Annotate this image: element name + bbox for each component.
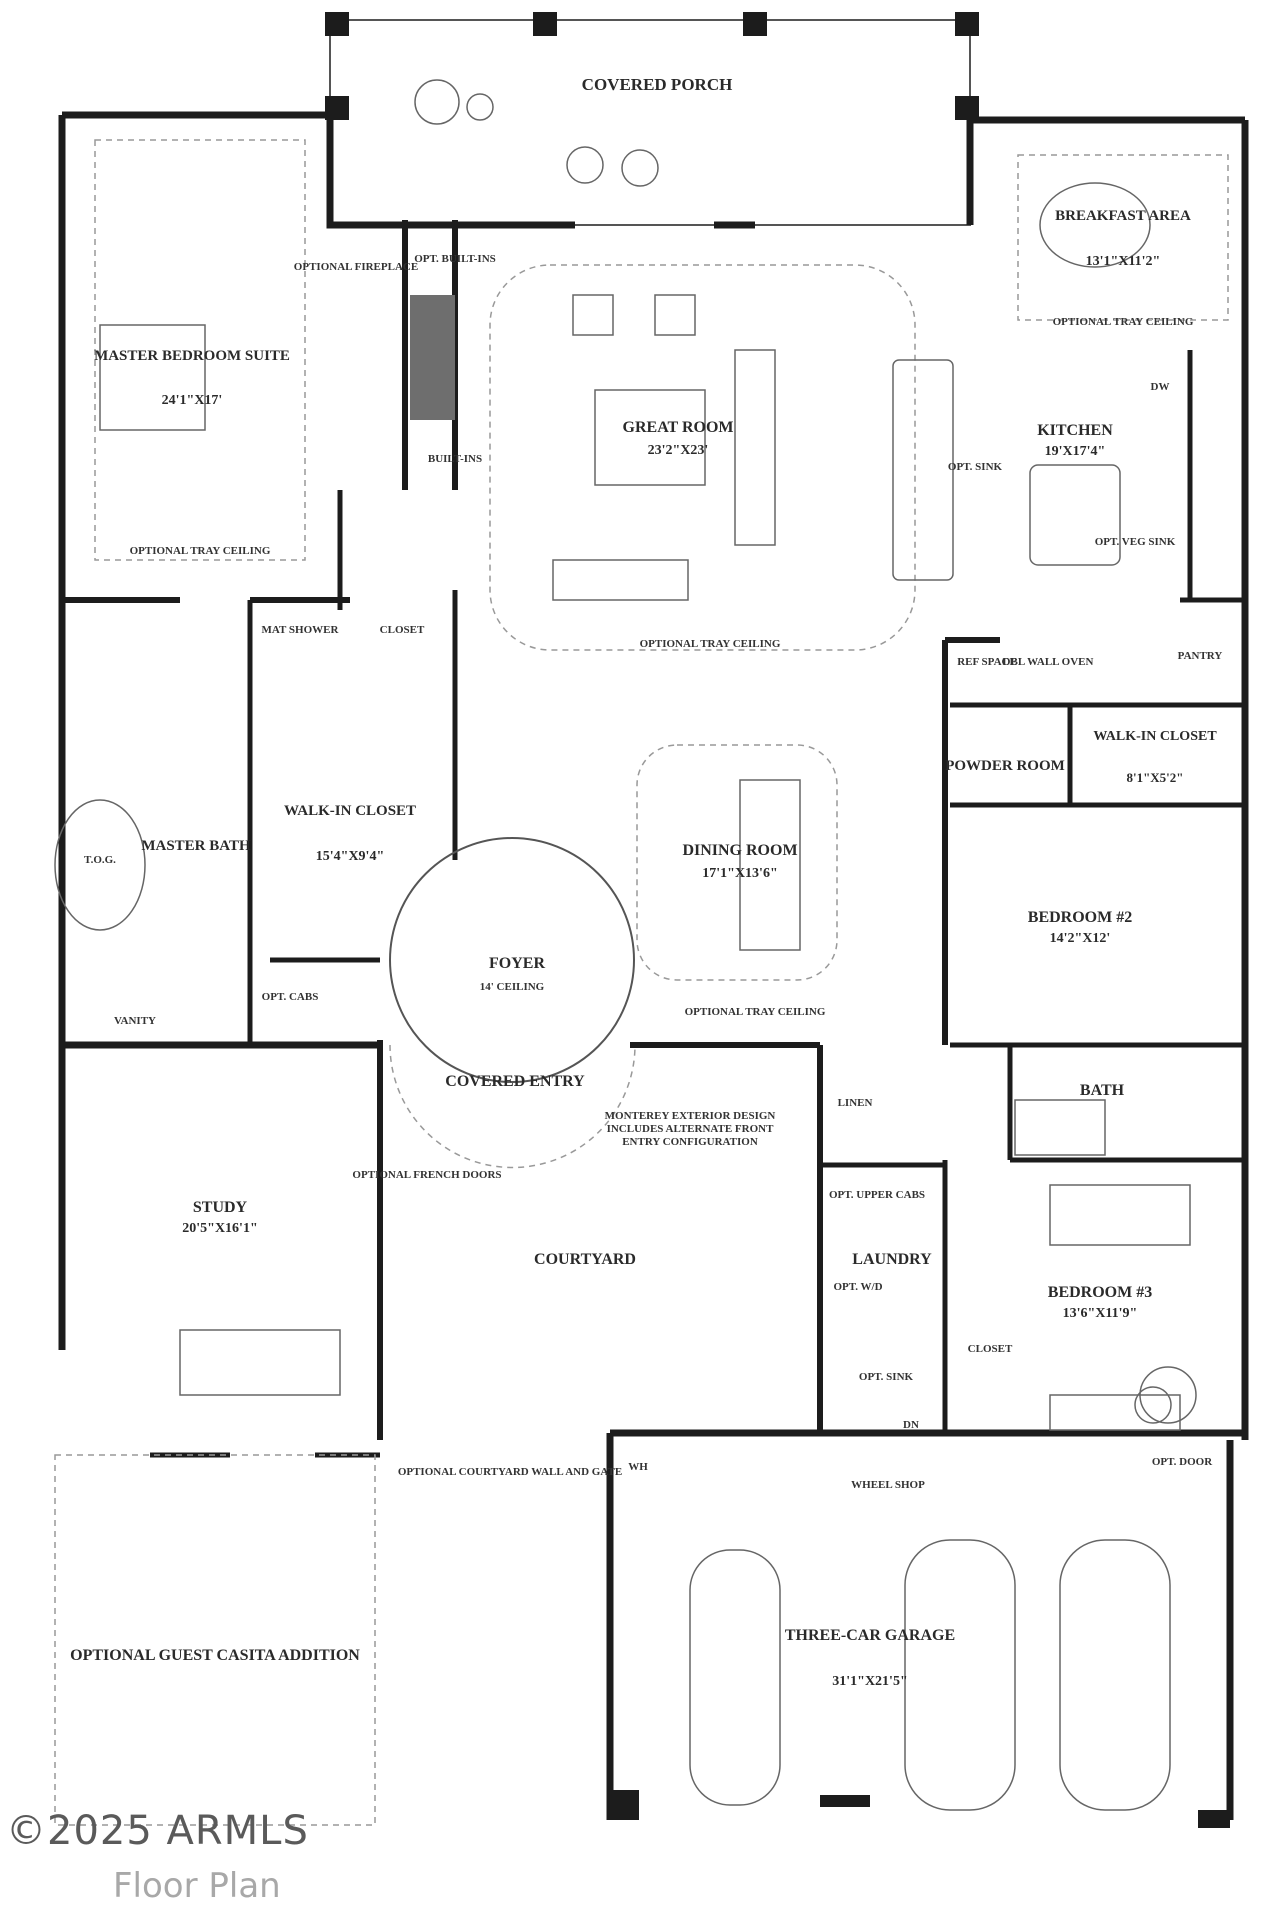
garage-size: 31'1"X21'5" — [832, 1674, 907, 1689]
note-monterey: MONTEREY EXTERIOR DESIGN INCLUDES ALTERN… — [604, 1110, 776, 1148]
note-pantry: PANTRY — [1178, 650, 1223, 662]
garage-label: THREE-CAR GARAGE — [785, 1627, 955, 1644]
master-bath-label: MASTER BATH — [141, 838, 251, 854]
note-linen: LINEN — [838, 1097, 873, 1109]
breakfast-note: OPTIONAL TRAY CEILING — [1053, 316, 1194, 328]
powder-room-label: POWDER ROOM — [945, 758, 1065, 774]
floor-plan-caption: Floor Plan — [113, 1866, 281, 1906]
note-dw: DW — [1151, 381, 1170, 393]
dining-room-size: 17'1"X13'6" — [702, 866, 777, 881]
note-wheel-shop: WHEEL SHOP — [851, 1479, 925, 1491]
note-opt-courtyard-wall: OPTIONAL COURTYARD WALL AND GATE — [398, 1466, 622, 1478]
porch-label: COVERED PORCH — [582, 75, 733, 94]
note-dbl-wall-oven: DBL WALL OVEN — [1003, 656, 1094, 668]
bedroom-3-size: 13'6"X11'9" — [1063, 1306, 1138, 1321]
note-opt-sink-laundry: OPT. SINK — [859, 1371, 914, 1383]
bedroom-2-size: 14'2"X12' — [1050, 931, 1111, 946]
note-opt-door: OPT. DOOR — [1152, 1456, 1213, 1468]
bedroom-2-label: BEDROOM #2 — [1028, 909, 1132, 926]
note-mat-shower: MAT SHOWER — [262, 624, 340, 636]
dashed-options — [54, 139, 1229, 1826]
foyer-circle — [389, 837, 635, 1083]
note-opt-fireplace: OPTIONAL FIREPLACE — [294, 261, 418, 273]
master-bedroom-label: MASTER BEDROOM SUITE — [94, 348, 290, 364]
casita-label: OPTIONAL GUEST CASITA ADDITION — [70, 1647, 360, 1664]
exterior-walls — [58, 111, 1249, 1820]
covered-entry-arc — [389, 1044, 636, 1169]
garage-cars — [689, 1539, 1171, 1811]
note-opt-sink: OPT. SINK — [948, 461, 1003, 473]
note-opt-french-doors: OPTIONAL FRENCH DOORS — [352, 1169, 501, 1181]
bedroom-3-label: BEDROOM #3 — [1048, 1284, 1152, 1301]
great-room-size: 23'2"X23' — [648, 443, 709, 458]
breakfast-size: 13'1"X11'2" — [1086, 254, 1161, 269]
interior-walls — [62, 220, 1245, 1458]
note-opt-cabs: OPT. CABS — [262, 991, 319, 1003]
furniture — [54, 182, 1197, 1431]
note-vanity: VANITY — [114, 1015, 156, 1027]
study-label: STUDY — [193, 1199, 248, 1216]
great-room-label: GREAT ROOM — [623, 419, 734, 436]
kitchen-size: 19'X17'4" — [1045, 444, 1106, 459]
courtyard-label: COURTYARD — [534, 1251, 636, 1268]
fireplace — [410, 295, 455, 420]
covered-entry-label: COVERED ENTRY — [445, 1073, 585, 1090]
walk-in-closet-master-label: WALK-IN CLOSET — [284, 803, 416, 819]
note-opt-wd: OPT. W/D — [833, 1281, 882, 1293]
note-opt-built-ins: OPT. BUILT-INS — [414, 253, 496, 265]
covered-porch — [325, 12, 979, 226]
note-opt-veg-sink: OPT. VEG SINK — [1095, 536, 1176, 548]
note-ref-space: REF SPACE — [957, 656, 1017, 668]
bath-label: BATH — [1080, 1082, 1125, 1099]
walk-in-closet-2-label: WALK-IN CLOSET — [1093, 729, 1217, 744]
dining-room-label: DINING ROOM — [682, 842, 797, 859]
kitchen-label: KITCHEN — [1037, 422, 1113, 439]
foyer-label: FOYER — [489, 955, 545, 972]
dining-room-note: OPTIONAL TRAY CEILING — [685, 1006, 826, 1018]
walk-in-closet-master-size: 15'4"X9'4" — [316, 849, 384, 864]
note-dn: DN — [903, 1419, 919, 1431]
note-built-ins: BUILT-INS — [428, 453, 482, 465]
note-opt-upper-cabs: OPT. UPPER CABS — [829, 1189, 925, 1201]
great-room-note: OPTIONAL TRAY CEILING — [640, 638, 781, 650]
watermark: ©2025 ARMLS — [6, 1808, 309, 1854]
foyer-note: 14' CEILING — [480, 981, 545, 993]
master-bedroom-size: 24'1"X17' — [162, 393, 223, 408]
study-size: 20'5"X16'1" — [182, 1221, 257, 1236]
note-wh: WH — [628, 1461, 648, 1473]
breakfast-label: BREAKFAST AREA — [1055, 208, 1191, 224]
master-bedroom-note: OPTIONAL TRAY CEILING — [130, 545, 271, 557]
laundry-label: LAUNDRY — [852, 1251, 932, 1268]
walk-in-closet-2-size: 8'1"X5'2" — [1126, 770, 1183, 785]
note-tub: T.O.G. — [84, 854, 116, 866]
note-closet: CLOSET — [380, 624, 425, 636]
note-closet-bed3: CLOSET — [968, 1343, 1013, 1355]
